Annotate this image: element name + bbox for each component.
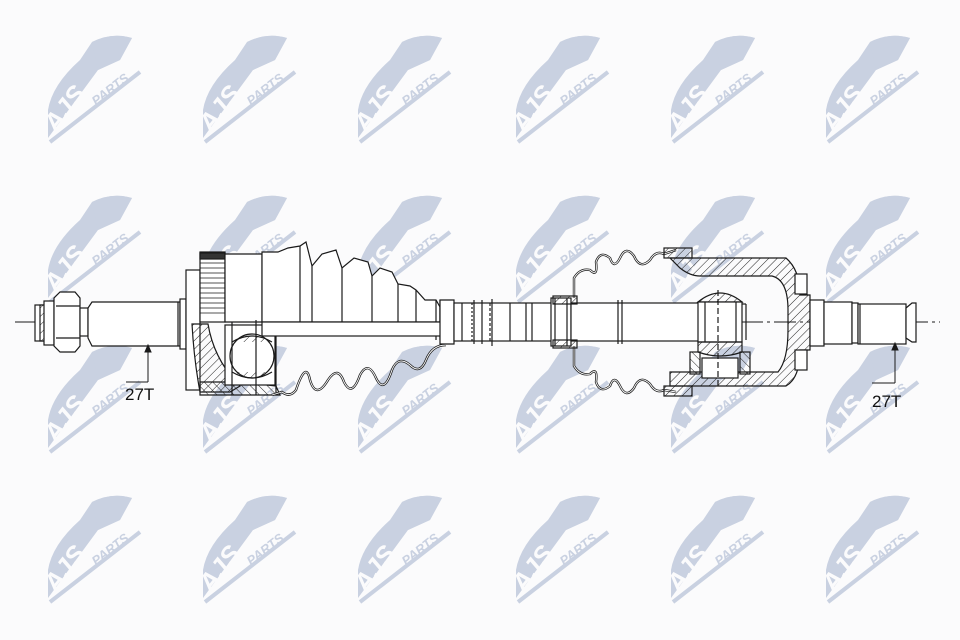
axle-nut: [34, 291, 89, 353]
spline-label-inner: 27T: [872, 392, 902, 411]
inner-tripod-housing: [668, 257, 811, 387]
outer-stub-shaft: [87, 298, 187, 350]
dimension-leader-right: [872, 341, 899, 384]
dimension-leader-left: [126, 343, 152, 383]
inner-boot-highlight: [573, 249, 677, 394]
outer-boot: [261, 241, 447, 397]
spline-label-outer: 27T: [125, 385, 155, 404]
outer-cv-joint: [185, 251, 281, 396]
inner-stub-shaft: [809, 299, 917, 347]
